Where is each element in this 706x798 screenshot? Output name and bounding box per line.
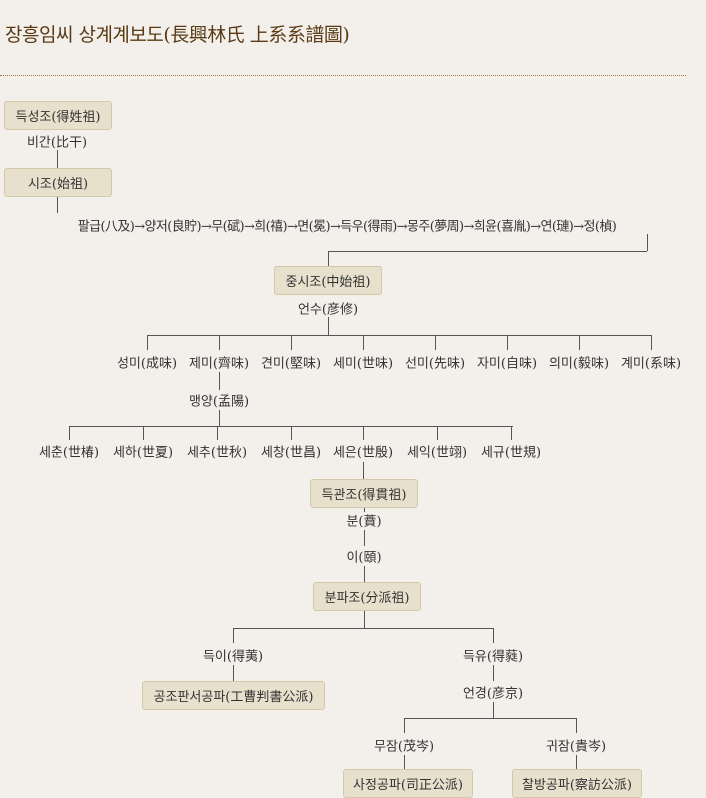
- node-seeun: 세은(世殷): [332, 445, 394, 461]
- connector-line: [363, 462, 364, 479]
- connector-line: [364, 610, 365, 628]
- page-title: 장흥임씨 상계계보도(長興林氏 上系系譜圖): [5, 24, 350, 46]
- divider: [0, 75, 686, 76]
- connector-line: [576, 755, 577, 769]
- node-segyu: 세규(世規): [480, 445, 542, 461]
- node-gyemi: 계미(系味): [620, 356, 682, 372]
- node-seha: 세하(世夏): [112, 445, 174, 461]
- connector-line: [328, 251, 647, 252]
- connector-line: [576, 718, 577, 733]
- connector-line: [363, 426, 364, 440]
- node-gwijam: 귀잠(貴岑): [545, 739, 607, 755]
- node-deuki: 득이(得荑): [202, 649, 264, 665]
- connector-line: [219, 335, 220, 350]
- node-sechu: 세추(世秋): [186, 445, 248, 461]
- node-bunpajo: 분파조(分派祖): [313, 582, 421, 611]
- connector-line: [233, 628, 234, 643]
- node-chalbang-gongpa: 찰방공파(察訪公派): [512, 769, 642, 798]
- node-bigan: 비간(比干): [26, 135, 88, 151]
- node-eongyeong: 언경(彦京): [462, 686, 524, 702]
- connector-line: [219, 410, 220, 426]
- connector-line: [328, 251, 329, 266]
- node-i: 이(頤): [346, 550, 382, 566]
- connector-line: [435, 335, 436, 350]
- connector-line: [363, 335, 364, 350]
- connector-line: [364, 530, 365, 546]
- node-uimi: 의미(毅味): [548, 356, 610, 372]
- node-mujam: 무잠(茂岑): [373, 739, 435, 755]
- connector-line: [147, 335, 651, 336]
- connector-line: [57, 196, 58, 213]
- node-deukseongjo: 득성조(得姓祖): [4, 101, 112, 130]
- connector-line: [364, 507, 365, 512]
- connector-line: [291, 426, 292, 440]
- connector-line: [69, 426, 70, 440]
- node-jami: 자미(自味): [476, 356, 538, 372]
- node-bun: 분(蕡): [346, 514, 382, 530]
- node-deukgwanjo: 득관조(得貫祖): [310, 479, 418, 508]
- connector-line: [291, 335, 292, 350]
- connector-line: [493, 665, 494, 681]
- node-sijo: 시조(始祖): [4, 168, 112, 197]
- connector-line: [437, 426, 438, 440]
- connector-line: [493, 628, 494, 643]
- node-lineage-chain: 팔급(八及)→양저(良貯)→무(碔)→희(禧)→면(冕)→득우(得雨)→몽주(夢…: [77, 219, 617, 235]
- connector-line: [647, 234, 648, 251]
- connector-line: [147, 335, 148, 350]
- node-gongjo-panseo-gongpa: 공조판서공파(工曹判書公派): [142, 681, 325, 710]
- connector-line: [364, 566, 365, 582]
- connector-line: [651, 335, 652, 350]
- connector-line: [404, 755, 405, 769]
- node-eonsu: 언수(彦修): [297, 302, 359, 318]
- connector-line: [404, 718, 405, 733]
- connector-line: [328, 317, 329, 335]
- connector-line: [57, 150, 58, 168]
- node-seonmi: 선미(先味): [404, 356, 466, 372]
- node-sechun: 세춘(世椿): [38, 445, 100, 461]
- connector-line: [217, 426, 218, 440]
- connector-line: [493, 702, 494, 718]
- node-sajeong-gongpa: 사정공파(司正公派): [343, 769, 473, 798]
- node-seik: 세익(世翊): [406, 445, 468, 461]
- connector-line: [404, 718, 576, 719]
- node-seongmi: 성미(成味): [116, 356, 178, 372]
- node-semi: 세미(世味): [332, 356, 394, 372]
- connector-line: [143, 426, 144, 440]
- connector-line: [233, 628, 493, 629]
- node-maengyang: 맹양(孟陽): [188, 394, 250, 410]
- connector-line: [233, 665, 234, 681]
- node-sechang: 세창(世昌): [260, 445, 322, 461]
- node-jemi: 제미(齊味): [188, 356, 250, 372]
- node-jungsijo: 중시조(中始祖): [274, 266, 382, 295]
- connector-line: [219, 372, 220, 390]
- connector-line: [507, 335, 508, 350]
- node-gyeonmi: 견미(堅味): [260, 356, 322, 372]
- connector-line: [511, 426, 512, 440]
- connector-line: [579, 335, 580, 350]
- node-deukyu: 득유(得蕤): [462, 649, 524, 665]
